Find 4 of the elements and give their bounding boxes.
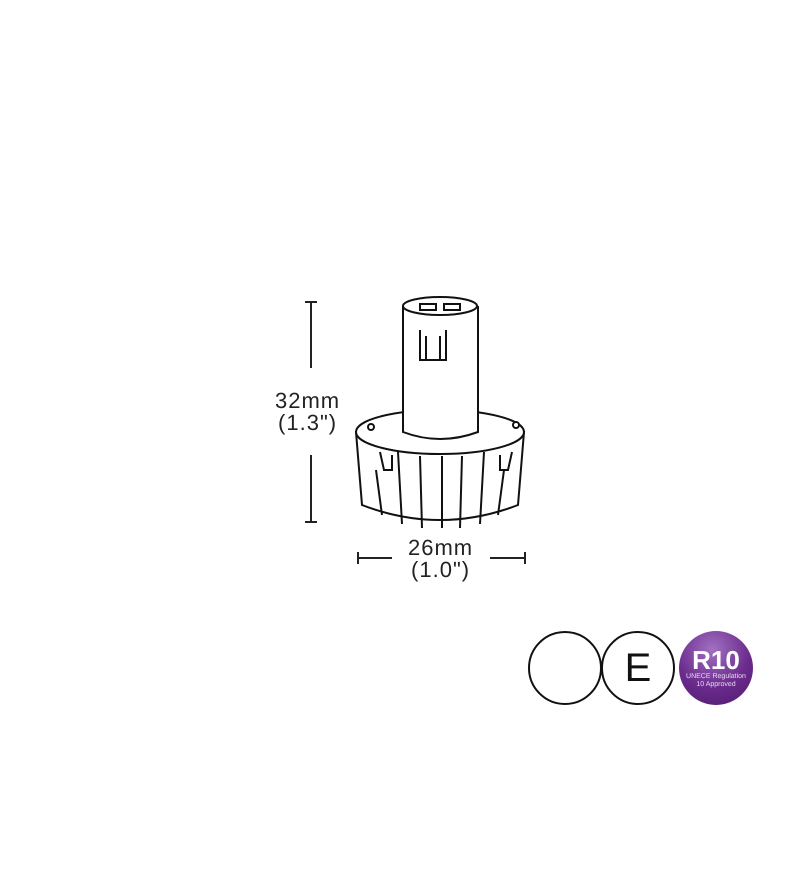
- dimension-label: 32mm (1.3"): [275, 390, 340, 434]
- mark-text: E: [624, 648, 652, 688]
- dimension-label: 26mm (1.0"): [408, 537, 474, 581]
- mark-text: R10: [692, 647, 740, 673]
